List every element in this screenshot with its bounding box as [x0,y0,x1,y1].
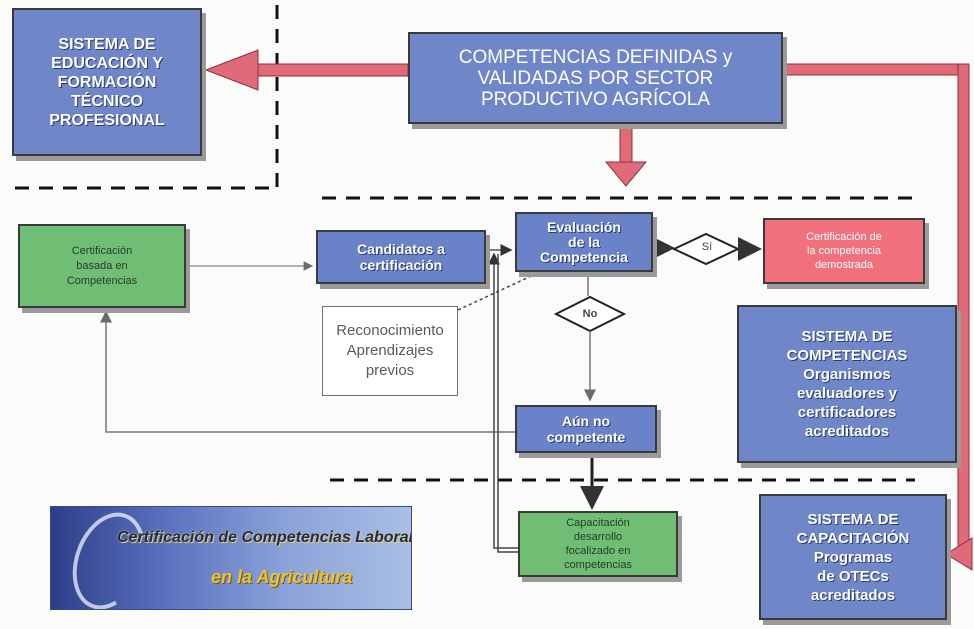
reconocimiento-box: Reconocimiento Aprendizajes previos [322,306,458,396]
certificacion-competencia-box: Certificación de la competencia demostra… [763,218,925,284]
pink-arrow-left-shaft [255,63,409,77]
evaluacion-box: Evaluación de la Competencia [515,212,653,272]
arrow-capacitacion-to-evaluacion [488,252,518,549]
banner-line-1: Certificación de Competencias Laborales [117,529,412,546]
sistema-competencias-box: SISTEMA DE COMPETENCIAS Organismos evalu… [737,305,957,463]
arrow-capacitacion-to-evaluacion-2 [497,254,518,553]
banner-line-2: en la Agricultura [211,567,353,587]
pink-arrow-right-vertical [957,63,970,555]
pink-arrow-right-top [782,63,970,76]
pink-arrow-right-head [945,537,973,571]
decision-si-label: Sí [701,241,713,253]
arrow-aun-no-to-cert [100,310,515,433]
candidatos-box: Candidatos a certificación [316,230,486,284]
decision-no-label: No [582,308,598,320]
pink-arrow-down-shaft [619,123,633,165]
decision-no-diamond [553,295,627,333]
pink-arrow-left-head [204,49,259,91]
certificacion-banner-logo: Certificación de Competencias Laborales … [50,506,412,610]
sistema-capacitacion-box: SISTEMA DE CAPACITACIÓN Programas de OTE… [759,494,947,620]
competencias-definidas-box: COMPETENCIAS DEFINIDAS y VALIDADAS POR S… [408,32,783,124]
capacitacion-desarrollo-box: Capacitación desarrollo focalizado en co… [518,511,678,577]
pink-arrow-down-head [604,161,648,187]
aun-no-competente-box: Aún no competente [515,405,657,453]
swirl-logo-icon [59,507,159,609]
certificacion-competencias-box: Certificación basada en Competencias [18,224,186,308]
sistema-educacion-box: SISTEMA DE EDUCACIÓN Y FORMACIÓN TÉCNICO… [12,8,202,156]
